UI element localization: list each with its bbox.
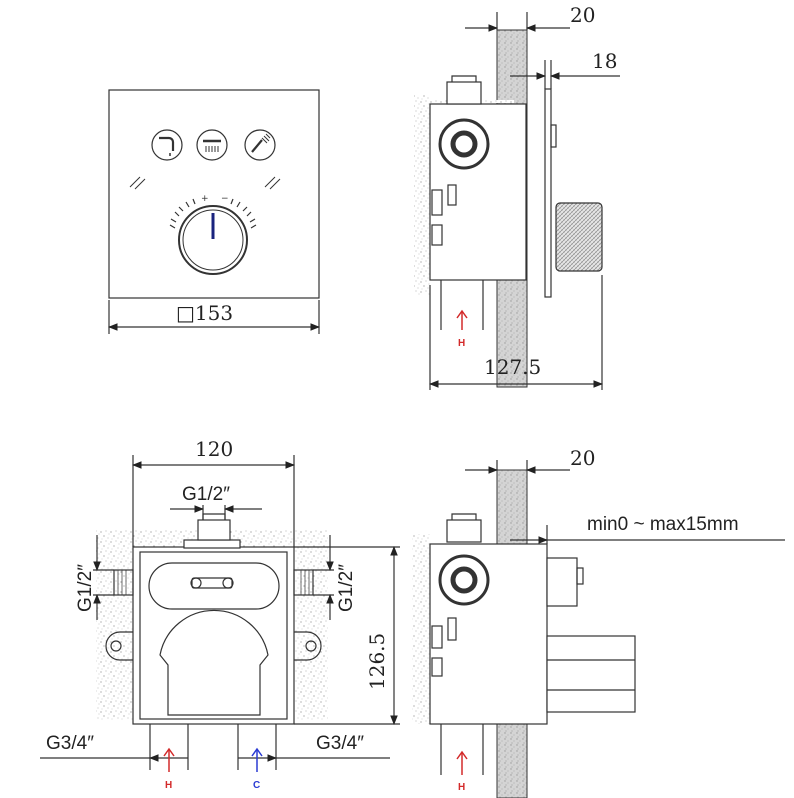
- hot-mark-bottom: H: [458, 782, 465, 793]
- plate-thickness-label: 18: [592, 49, 617, 73]
- hot-mark-back: H: [165, 780, 172, 791]
- hot-mark-top: H: [458, 338, 465, 349]
- side-view-bottom: [412, 460, 785, 798]
- back-view: [40, 455, 400, 772]
- hand-shower-icon: [244, 129, 276, 161]
- svg-text:−: −: [221, 194, 229, 204]
- thermostat-knob: + −: [169, 194, 257, 275]
- cover-plate: [108, 89, 320, 299]
- front-view: + −: [108, 89, 320, 334]
- bottom-left-thread-label: G3/4″: [46, 733, 94, 754]
- right-thread-label: G1/2″: [336, 564, 357, 612]
- spout-icon: [151, 129, 183, 161]
- range-label: min0 ~ max15mm: [587, 514, 739, 535]
- depth-label: 127.5: [484, 355, 541, 379]
- top-thread-label: G1/2″: [182, 484, 230, 505]
- knob-side: [555, 202, 603, 272]
- wall-thickness-bottom-label: 20: [570, 446, 595, 470]
- rain-shower-icon: [196, 129, 228, 161]
- wall-thickness-top-label: 20: [570, 3, 595, 27]
- side-view-top: [414, 12, 620, 390]
- valve-body: [429, 103, 527, 281]
- svg-text:+: +: [201, 194, 209, 204]
- front-size-label: □153: [176, 301, 233, 325]
- bottom-right-thread-label: G3/4″: [316, 733, 364, 754]
- height-label: 126.5: [365, 633, 389, 690]
- width-label: 120: [195, 437, 233, 461]
- cold-mark-back: C: [253, 780, 260, 791]
- left-thread-label: G1/2″: [75, 564, 96, 612]
